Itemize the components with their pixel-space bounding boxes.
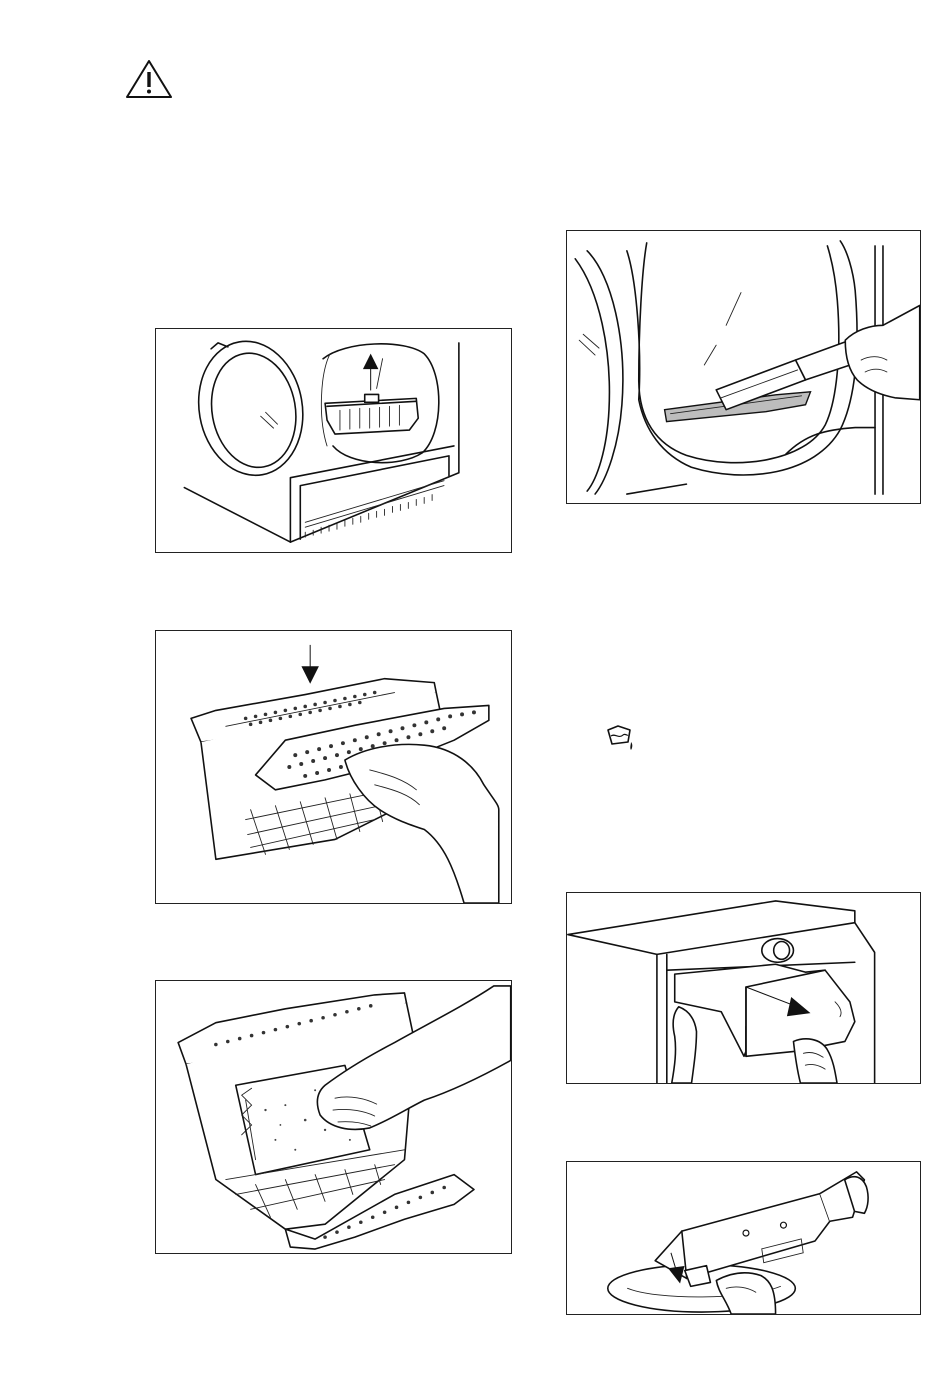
vacuum-filter-housing-illustration [566,230,921,504]
pull-out-water-container-illustration [566,892,921,1084]
empty-water-container-illustration [566,1161,921,1315]
remove-filter-illustration [155,328,512,553]
container-drop-icon [604,722,636,752]
warning-triangle-icon [124,58,174,100]
open-filter-illustration [155,630,512,904]
clean-filter-illustration [155,980,512,1254]
